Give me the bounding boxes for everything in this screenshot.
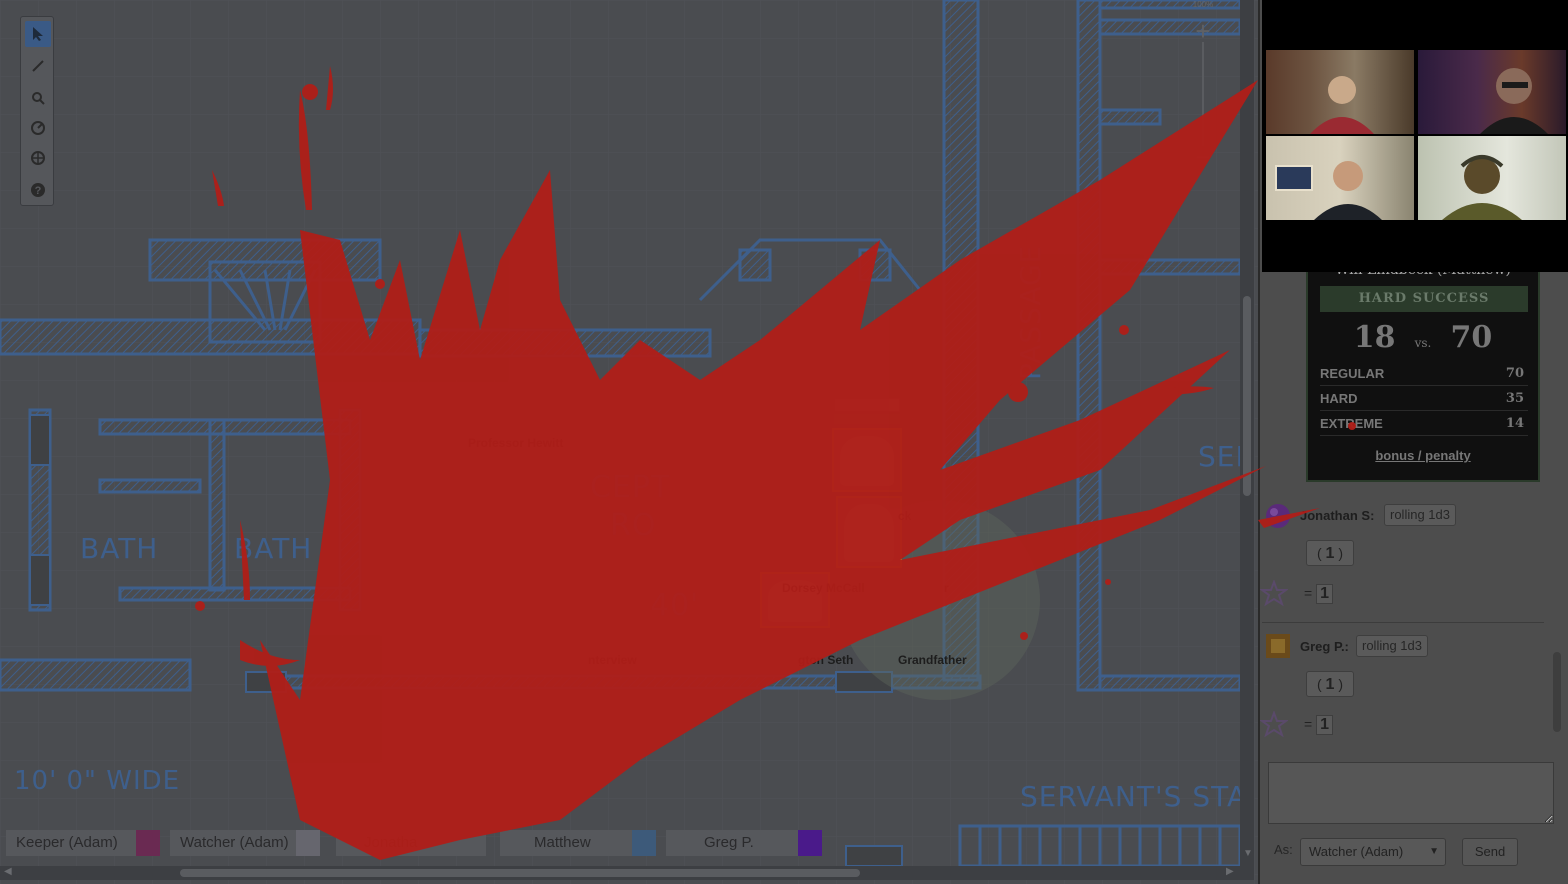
video-feed-3[interactable] (1266, 136, 1414, 220)
chevron-down-icon: ▼ (1429, 846, 1439, 857)
threshold-value: 70 (1505, 366, 1524, 381)
threshold-label: EXTREME (1320, 416, 1383, 431)
vs-label: vs. (1414, 336, 1432, 350)
chat-scrollbar[interactable] (1550, 272, 1564, 750)
player-jonathan[interactable]: Jonatha (336, 830, 486, 856)
draw-tool-icon[interactable] (25, 53, 51, 79)
tool-palette: ? (20, 16, 54, 206)
video-feed-1[interactable] (1266, 50, 1414, 134)
room-label-reception-2: RO (610, 508, 657, 543)
token-portrait-1[interactable] (832, 428, 902, 492)
player-greg[interactable]: Greg P. (666, 830, 822, 856)
token-name-partial-r: r (944, 581, 949, 595)
room-label-reception: CEPT (590, 470, 671, 505)
player-name: Greg P. (704, 834, 754, 851)
health-bar (834, 398, 900, 412)
room-label-bath: BATH (80, 532, 159, 565)
player-name: Jonatha (364, 834, 418, 851)
video-feed-4[interactable] (1418, 136, 1566, 220)
chat-command: rolling 1d3 (1356, 635, 1428, 657)
player-name: Matthew (534, 834, 591, 851)
room-label-passage: PASSAGE (1014, 244, 1047, 380)
player-color-swatch (798, 830, 822, 856)
dice-total: = 1 (1304, 584, 1333, 604)
floor-plan (0, 0, 1258, 884)
dice-roll-box: ( 1 ) (1306, 540, 1354, 566)
bonus-penalty-link[interactable]: bonus / penalty (1375, 448, 1471, 463)
result-value: 1 (1316, 715, 1333, 735)
speaking-as-label: As: (1274, 842, 1293, 857)
chat-sender: Jonathan S: (1300, 508, 1375, 523)
health-bar-2 (834, 414, 900, 424)
token-name-grandfather: Grandfather (898, 653, 967, 667)
zoom-level-label: 100% (1192, 0, 1214, 9)
player-color-swatch (632, 830, 656, 856)
threshold-row: REGULAR 70 (1320, 362, 1528, 386)
threshold-value: 14 (1505, 416, 1524, 431)
hall-width-label: 10' 0" WIDE (14, 766, 181, 796)
svg-text:?: ? (35, 185, 42, 197)
help-icon[interactable]: ? (25, 177, 51, 203)
select-tool-icon[interactable] (25, 21, 51, 47)
zoom-tool-icon[interactable] (25, 85, 51, 111)
player-name: Watcher (Adam) (180, 834, 289, 851)
room-label-bath-2: BATH (234, 532, 313, 565)
video-feed-2[interactable] (1418, 50, 1566, 134)
threshold-value: 35 (1505, 391, 1524, 406)
player-color-swatch (296, 830, 320, 856)
chat-command: rolling 1d3 (1384, 504, 1456, 526)
rolled-value: 18 (1353, 320, 1396, 355)
roll-result-banner: HARD SUCCESS (1320, 286, 1528, 312)
zoom-control: 100% + − (1188, 0, 1218, 176)
send-button[interactable]: Send (1462, 838, 1518, 866)
player-name: Keeper (Adam) (16, 834, 118, 851)
avatar (1264, 502, 1292, 530)
room-dimension-label: 40' (650, 588, 700, 623)
room-label-servants-stair: SERVANT'S STA (1020, 780, 1248, 813)
dice-total: = 1 (1304, 715, 1333, 735)
d6-flower-icon (1258, 579, 1290, 608)
video-chat-panel (1262, 0, 1568, 272)
die-value: 1 (1325, 545, 1335, 562)
die-value: 1 (1325, 676, 1335, 693)
token-portrait-2[interactable] (836, 496, 902, 568)
target-value: 70 (1450, 320, 1493, 355)
player-keeper[interactable]: Keeper (Adam) (6, 830, 160, 856)
measure-tool-icon[interactable] (25, 115, 51, 141)
roll-result-card: Will Lindbeck (Matthew) HARD SUCCESS 18 … (1306, 252, 1540, 482)
avatar (1264, 632, 1292, 660)
zoom-out-icon[interactable]: − (1195, 142, 1211, 172)
chat-sender: Greg P.: (1300, 639, 1349, 654)
zoom-slider[interactable] (1202, 42, 1204, 146)
chat-input[interactable] (1268, 762, 1554, 824)
speaking-as-value: Watcher (Adam) (1309, 844, 1404, 859)
token-name-k: ck (898, 509, 912, 523)
player-matthew[interactable]: Matthew (500, 830, 656, 856)
threshold-label: REGULAR (1320, 366, 1385, 381)
chat-divider (1262, 622, 1544, 623)
d6-flower-icon (1258, 710, 1290, 739)
zoom-in-icon[interactable]: + (1195, 16, 1211, 46)
threshold-row: HARD 35 (1320, 387, 1528, 411)
roll-numbers: 18 vs. 70 (1308, 320, 1538, 355)
token-name-seth: gton Seth (798, 653, 854, 667)
map-canvas[interactable]: BATH BATH CEPT RO 40' PASSAGE SEF 10' 0"… (0, 0, 1258, 884)
map-horizontal-scrollbar[interactable]: ◀▶ (0, 866, 1254, 880)
token-name-professor: Professor Hewitt (468, 436, 564, 450)
layers-tool-icon[interactable] (25, 145, 51, 171)
dice-roll-box: ( 1 ) (1306, 671, 1354, 697)
player-color-swatch (136, 830, 160, 856)
speaking-as-select[interactable]: Watcher (Adam) ▼ (1300, 838, 1446, 866)
token-name-dorsey: Dorsey McCall (782, 581, 865, 595)
map-vertical-scrollbar[interactable]: ▼ (1240, 0, 1254, 870)
threshold-label: HARD (1320, 391, 1358, 406)
threshold-row: EXTREME 14 (1320, 412, 1528, 436)
token-name-interview: nterview (588, 653, 637, 667)
result-value: 1 (1316, 584, 1333, 604)
player-watcher[interactable]: Watcher (Adam) (170, 830, 320, 856)
